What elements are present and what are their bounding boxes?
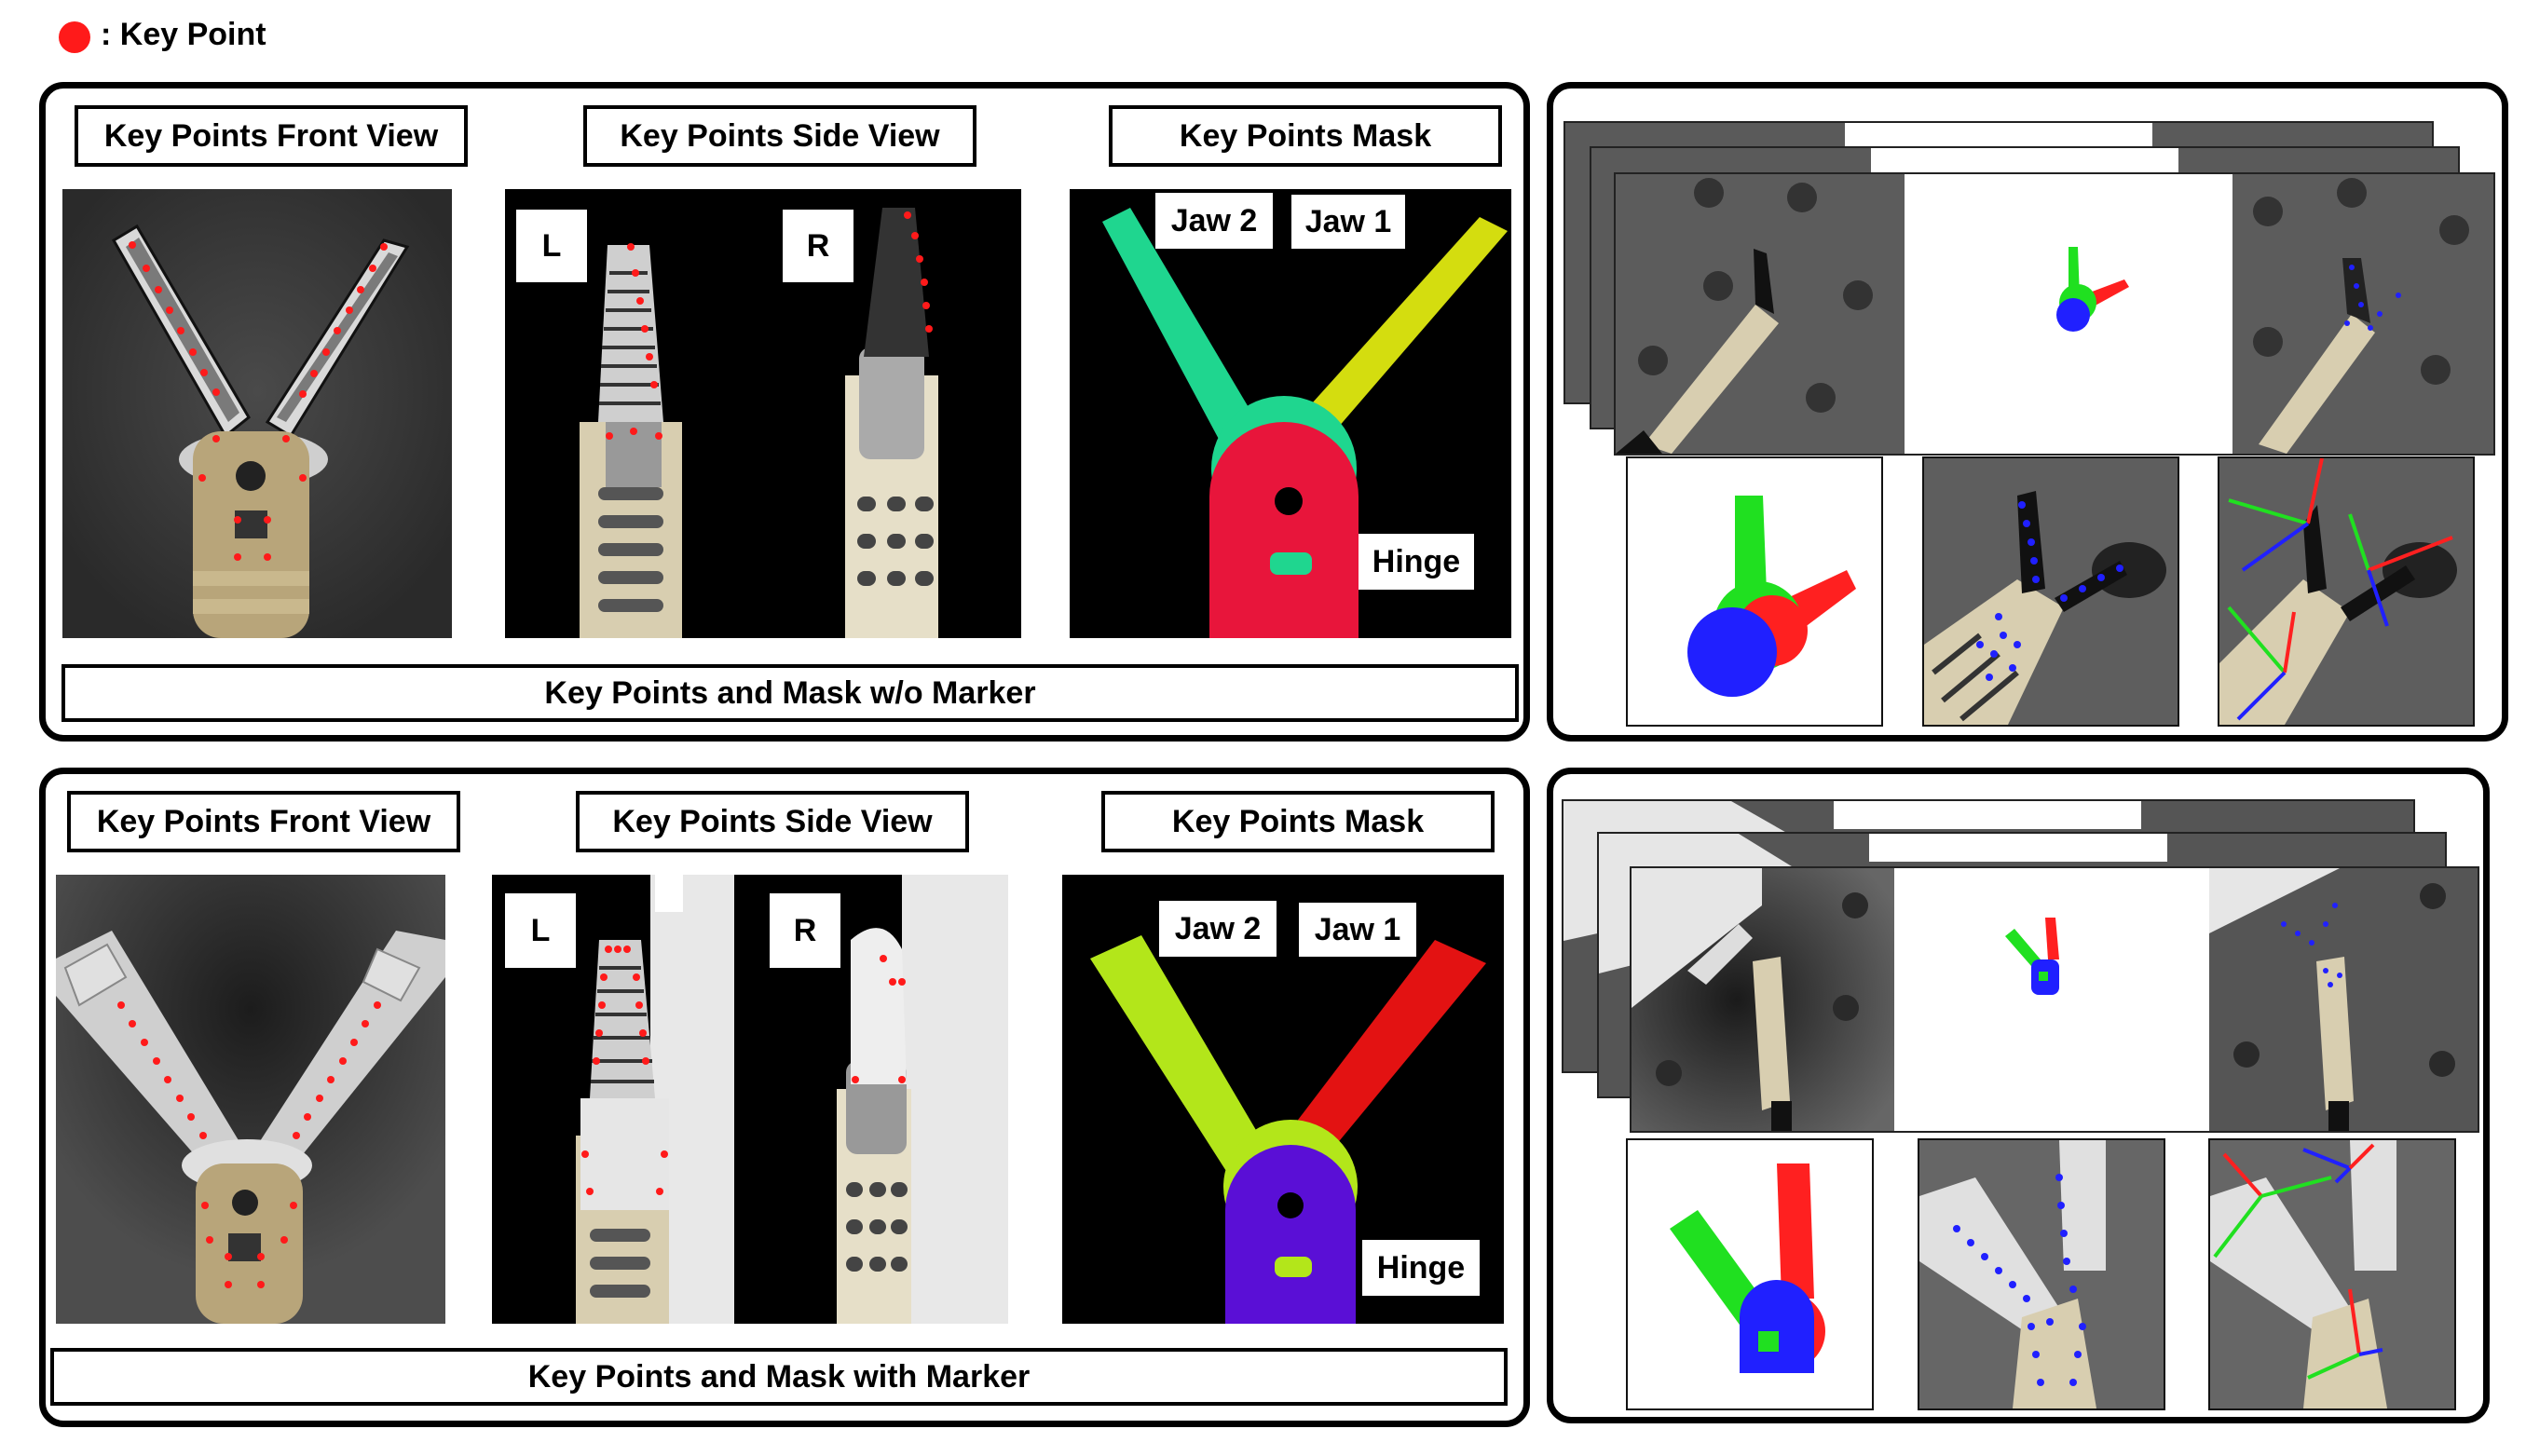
bottom-side-left-tag: L xyxy=(505,893,576,968)
bottom-caption: Key Points and Mask with Marker xyxy=(50,1348,1508,1406)
bottom-front-view-image xyxy=(56,875,445,1324)
top-right-frame-pose-icon xyxy=(2056,247,2129,332)
bottom-right-frame-pose-icon xyxy=(2005,918,2059,995)
bottom-right-keypoint-overlay xyxy=(1918,1138,2165,1410)
top-right-keypoint-overlay xyxy=(1922,456,2179,727)
top-mask-jaw2-tag: Jaw 2 xyxy=(1155,193,1273,249)
top-mask-jaw1-tag: Jaw 1 xyxy=(1291,195,1405,249)
bottom-right-pose-render xyxy=(1626,1138,1874,1410)
bottom-mask-hinge-tag: Hinge xyxy=(1362,1240,1480,1296)
bottom-side-right-tag: R xyxy=(770,893,840,968)
top-side-view-image: L R xyxy=(505,189,1021,638)
bottom-side-view-image: L R xyxy=(492,875,1008,1324)
top-side-right-tag: R xyxy=(783,210,853,282)
top-mask-image: Jaw 2 Jaw 1 Hinge xyxy=(1070,189,1511,638)
bottom-right-frame-front xyxy=(1630,866,2479,1133)
top-caption: Key Points and Mask w/o Marker xyxy=(61,664,1519,722)
bottom-front-view-label: Key Points Front View xyxy=(67,791,460,852)
top-side-view-label: Key Points Side View xyxy=(583,105,976,167)
bottom-right-axis-overlay xyxy=(2208,1138,2456,1410)
top-mask-label: Key Points Mask xyxy=(1109,105,1502,167)
top-side-left-tag: L xyxy=(516,210,587,282)
key-point-legend-dot xyxy=(59,21,90,53)
top-front-view-image xyxy=(62,189,452,638)
bottom-mask-label: Key Points Mask xyxy=(1101,791,1495,852)
bottom-mask-jaw2-tag: Jaw 2 xyxy=(1159,901,1277,957)
top-front-view-label: Key Points Front View xyxy=(75,105,468,167)
top-right-pose-render xyxy=(1626,456,1883,727)
top-right-axis-overlay xyxy=(2218,456,2475,727)
bottom-mask-jaw1-tag: Jaw 1 xyxy=(1299,903,1416,957)
key-point-legend-label: : Key Point xyxy=(101,17,266,52)
top-mask-hinge-tag: Hinge xyxy=(1359,534,1474,590)
bottom-mask-image: Jaw 2 Jaw 1 Hinge xyxy=(1062,875,1504,1324)
top-right-frame-front xyxy=(1614,172,2495,456)
bottom-side-view-label: Key Points Side View xyxy=(576,791,969,852)
